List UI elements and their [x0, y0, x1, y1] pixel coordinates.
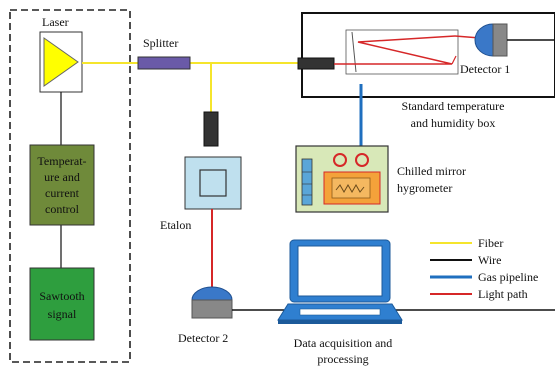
etalon-box	[184, 156, 242, 210]
detector2-dome-icon	[191, 286, 233, 301]
etalon-collimator-icon	[203, 111, 219, 147]
legend-label-wire: Wire	[478, 253, 502, 267]
etalon-inner-icon	[199, 169, 227, 197]
box-label-1: Standard temperature	[402, 99, 505, 113]
light-path-in-cell	[334, 35, 456, 65]
laptop-screen	[297, 245, 383, 297]
legend: Fiber Wire Gas pipeline Light path	[430, 236, 538, 301]
splitter-label: Splitter	[143, 36, 178, 50]
laser-module-enclosure	[9, 9, 131, 363]
detector1-dome-icon	[474, 23, 494, 57]
box-label-2: and humidity box	[411, 116, 496, 130]
control-label-3: current	[45, 186, 80, 200]
splitter-icon	[137, 56, 191, 70]
laptop-bottom	[278, 320, 402, 324]
laser-icon	[43, 37, 79, 87]
laser-label: Laser	[42, 15, 69, 29]
daq-label-1: Data acquisition and	[294, 336, 393, 350]
legend-label-light-path: Light path	[478, 287, 528, 301]
hygrometer-gauge	[301, 158, 313, 206]
hygrometer-port-icon	[355, 153, 369, 167]
control-label-1: Temperat-	[37, 154, 86, 168]
detector1-base	[492, 23, 508, 57]
detector2-label: Detector 2	[178, 331, 228, 345]
hygro-label-1: Chilled mirror	[397, 164, 466, 178]
etalon-label: Etalon	[160, 218, 191, 232]
control-label-2: ure and	[44, 170, 80, 184]
sawtooth-label-2: signal	[48, 307, 77, 321]
detector2-base	[191, 299, 233, 319]
legend-label-fiber: Fiber	[478, 236, 503, 250]
hygro-label-2: hygrometer	[397, 181, 452, 195]
sawtooth-label-1: Sawtooth	[39, 289, 84, 303]
hygrometer-wave-icon	[335, 183, 365, 194]
temperature-current-control-box	[29, 144, 95, 226]
legend-label-gas-pipeline: Gas pipeline	[478, 270, 538, 284]
collimator-icon	[297, 57, 335, 70]
sawtooth-signal-box	[29, 267, 95, 341]
detector1-label: Detector 1	[460, 62, 510, 76]
light-path-return	[451, 55, 457, 65]
daq-label-2: processing	[317, 352, 368, 366]
control-label-4: control	[45, 202, 80, 216]
standard-temperature-humidity-box	[301, 12, 555, 98]
hygrometer-screen	[331, 177, 371, 199]
laptop-keyboard	[299, 308, 381, 316]
hygrometer-port-icon	[333, 153, 347, 167]
cell-mirror-left	[351, 31, 357, 73]
